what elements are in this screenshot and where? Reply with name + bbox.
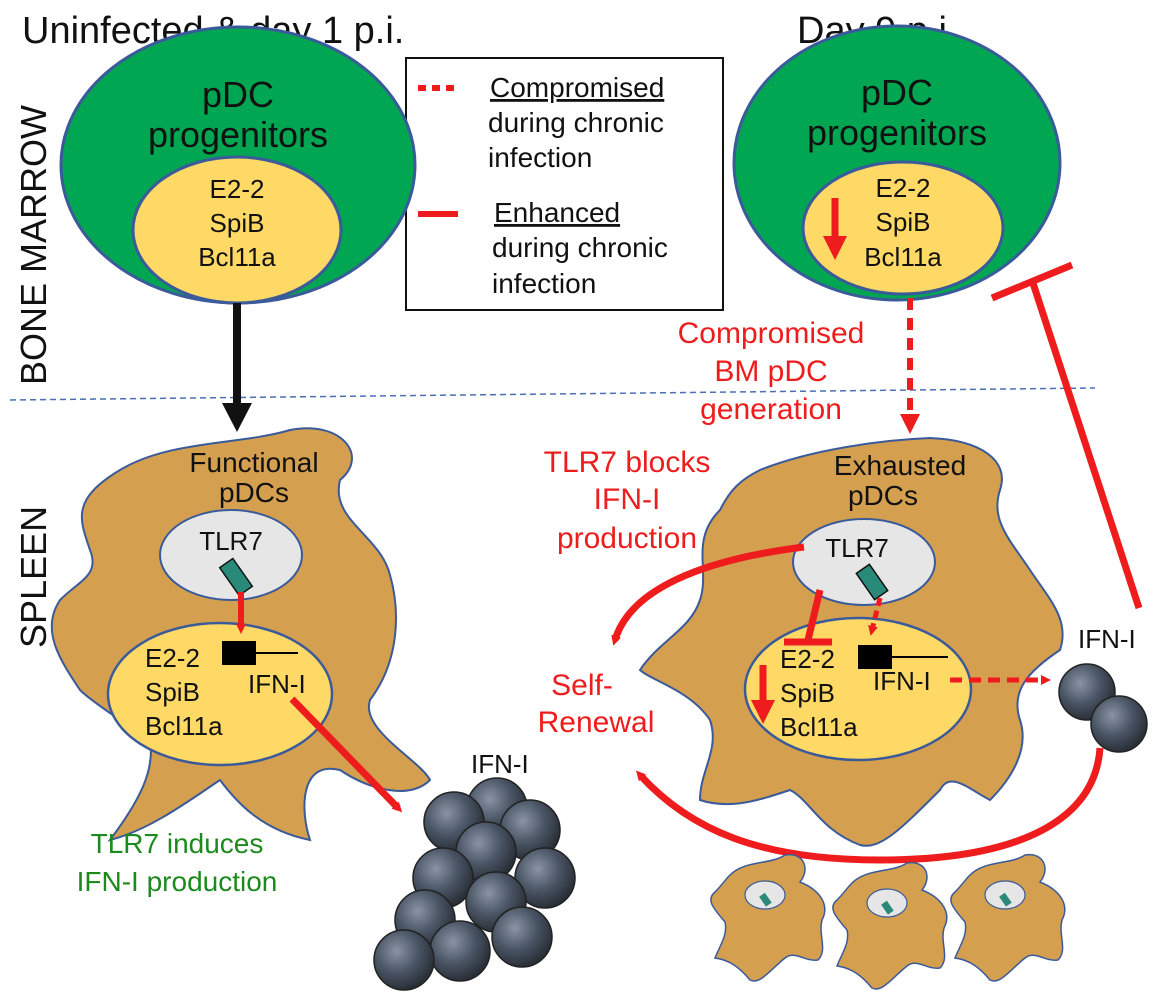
ifn-inhibits-progenitor-line [1028,278,1143,610]
tlr7-to-self-renewal-arrow [611,543,805,646]
right-progenitor-bcl11a: Bcl11a [864,242,942,272]
ifn-to-self-renewal-loop [635,747,1104,864]
left-ifn-secretion-arrow [289,696,403,813]
left-nucleus-bcl11a: Bcl11a [145,711,223,741]
right-progenitor-nucleus [801,160,1005,296]
left-tlr7-label: TLR7 [199,526,263,556]
daughter-cell [710,854,826,982]
right-cell-label-2: pDCs [848,480,918,511]
left-tlr7-receptor [218,557,254,597]
daughter-receptor [999,892,1012,907]
ifn-molecule [429,920,491,982]
compromised-text-3: generation [700,393,842,426]
tlr7-blocks-text-2: IFN-I [594,483,661,516]
right-progenitor-spib: SpiB [876,207,931,237]
legend-dashed-title: Compromised [490,72,664,103]
right-progenitor-label-1: pDC [861,72,933,113]
left-generation-arrowhead [222,403,252,432]
right-progenitor-down-arrowhead [823,236,847,260]
left-progenitor: pDC progenitors E2-2 SpiB Bcl11a [59,25,417,305]
right-compromised-generation-arrowhead [900,414,920,434]
daughter-cell-body [832,862,948,990]
right-nucleus-bcl11a: Bcl11a [780,712,858,742]
legend-solid-line3: infection [492,268,596,299]
compromised-text-1: Compromised [678,317,865,350]
right-cell-label-1: Exhausted [834,450,966,481]
right-nucleus-e2-2: E2-2 [780,644,835,674]
left-progenitor-spib: SpiB [210,208,265,238]
left-green-note-2: IFN-I production [77,866,278,897]
right-nucleus-down-arrowhead [751,700,775,724]
ifn-molecule [1090,695,1148,753]
self-renewal-text-1: Self- [551,669,613,702]
daughter-receptor [881,900,894,915]
right-tlr7-inhibition-line [804,589,824,641]
legend: Compromised during chronic infection Enh… [405,57,724,311]
daughter-cell-body [710,854,826,982]
legend-solid-title: Enhanced [494,197,620,228]
right-progenitor: pDC progenitors E2-2 SpiB Bcl11a [732,24,1062,302]
left-nucleus-e2-2: E2-2 [145,643,200,673]
left-cell-nucleus [106,621,334,767]
daughter-receptor [759,892,772,907]
ifn-inhibits-progenitor-bar [990,261,1074,302]
left-ifn-out-label: IFN-I [471,749,529,779]
right-ifn-gene-label: IFN-I [873,666,931,696]
right-progenitor-e2-2: E2-2 [876,173,931,203]
right-ifn-out-label: IFN-I [1078,624,1136,654]
left-nucleus-spib: SpiB [145,677,200,707]
left-cell-label-1: Functional [189,447,318,478]
ifn-molecule [491,906,553,968]
left-progenitor-label-2: progenitors [148,114,328,155]
right-ifn-gene-block [858,645,892,669]
legend-solid-line2: during chronic [492,232,668,263]
left-ifn-gene-label: IFN-I [248,669,306,699]
right-nucleus-spib: SpiB [780,678,835,708]
right-tlr7-to-gene-arrow [868,597,883,636]
right-tlr7-label: TLR7 [825,533,889,563]
left-progenitor-e2-2: E2-2 [210,174,265,204]
right-tlr7-endosome [792,518,936,606]
left-progenitor-bcl11a: Bcl11a [198,242,276,272]
legend-dashed-line3: infection [488,142,592,173]
right-exhausted-pdc: Exhausted pDCs TLR7 E2-2 SpiB Bcl11a IFN… [638,436,1064,847]
legend-box [405,57,724,311]
right-cell-nucleus [743,616,973,762]
self-renewal-text-2: Renewal [538,706,655,739]
legend-dashed-line2: during chronic [488,107,664,138]
right-progenitor-label-2: progenitors [807,112,987,153]
daughter-cell-body [950,854,1066,982]
tlr7-blocks-text-3: production [557,522,697,555]
left-ifn-cluster [373,777,576,991]
spleen-label: SPLEEN [13,506,54,648]
region-divider [9,387,1096,401]
compromised-text-2: BM pDC [714,355,827,388]
daughter-cell [950,854,1066,982]
left-cell-label-2: pDCs [219,477,289,508]
right-tlr7-receptor [855,563,889,601]
ifn-molecule [373,929,435,991]
bone-marrow-label: BONE MARROW [13,105,54,385]
left-ifn-gene-block [222,641,256,665]
tlr7-blocks-text-1: TLR7 blocks [544,446,711,479]
left-green-note-1: TLR7 induces [91,828,264,859]
left-tlr7-endosome [159,509,303,601]
daughter-cell [832,862,948,990]
left-progenitor-label-1: pDC [202,74,274,115]
left-functional-pdc: Functional pDCs TLR7 E2-2 SpiB Bcl11a IF… [50,427,432,842]
